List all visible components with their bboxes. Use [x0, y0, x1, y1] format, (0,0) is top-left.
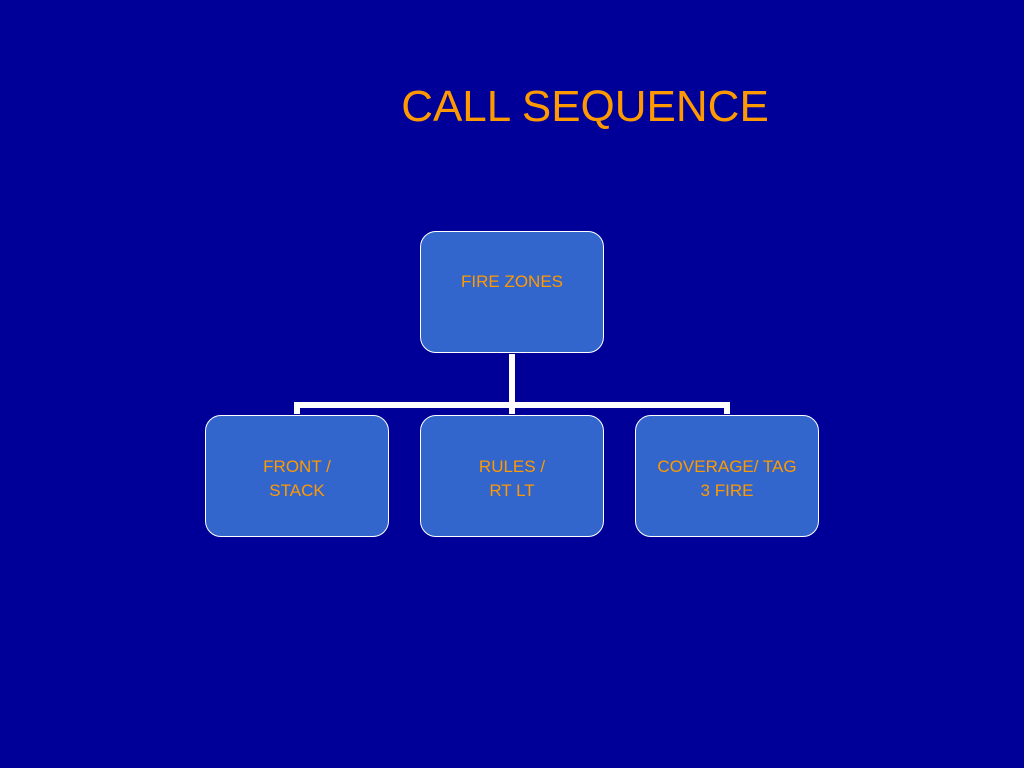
node-rules-rt-lt: RULES / RT LT	[420, 415, 604, 537]
node-coverage-tag-3-fire: COVERAGE/ TAG 3 FIRE	[635, 415, 819, 537]
node-front-stack: FRONT / STACK	[205, 415, 389, 537]
node-label: FIRE ZONES	[460, 272, 563, 291]
node-label: RULES / RT LT	[478, 457, 546, 500]
node-label: COVERAGE/ TAG 3 FIRE	[657, 457, 797, 500]
node-label: FRONT / STACK	[263, 457, 331, 500]
slide-title: CALL SEQUENCE	[401, 82, 769, 131]
node-fire-zones: FIRE ZONES	[420, 231, 604, 353]
